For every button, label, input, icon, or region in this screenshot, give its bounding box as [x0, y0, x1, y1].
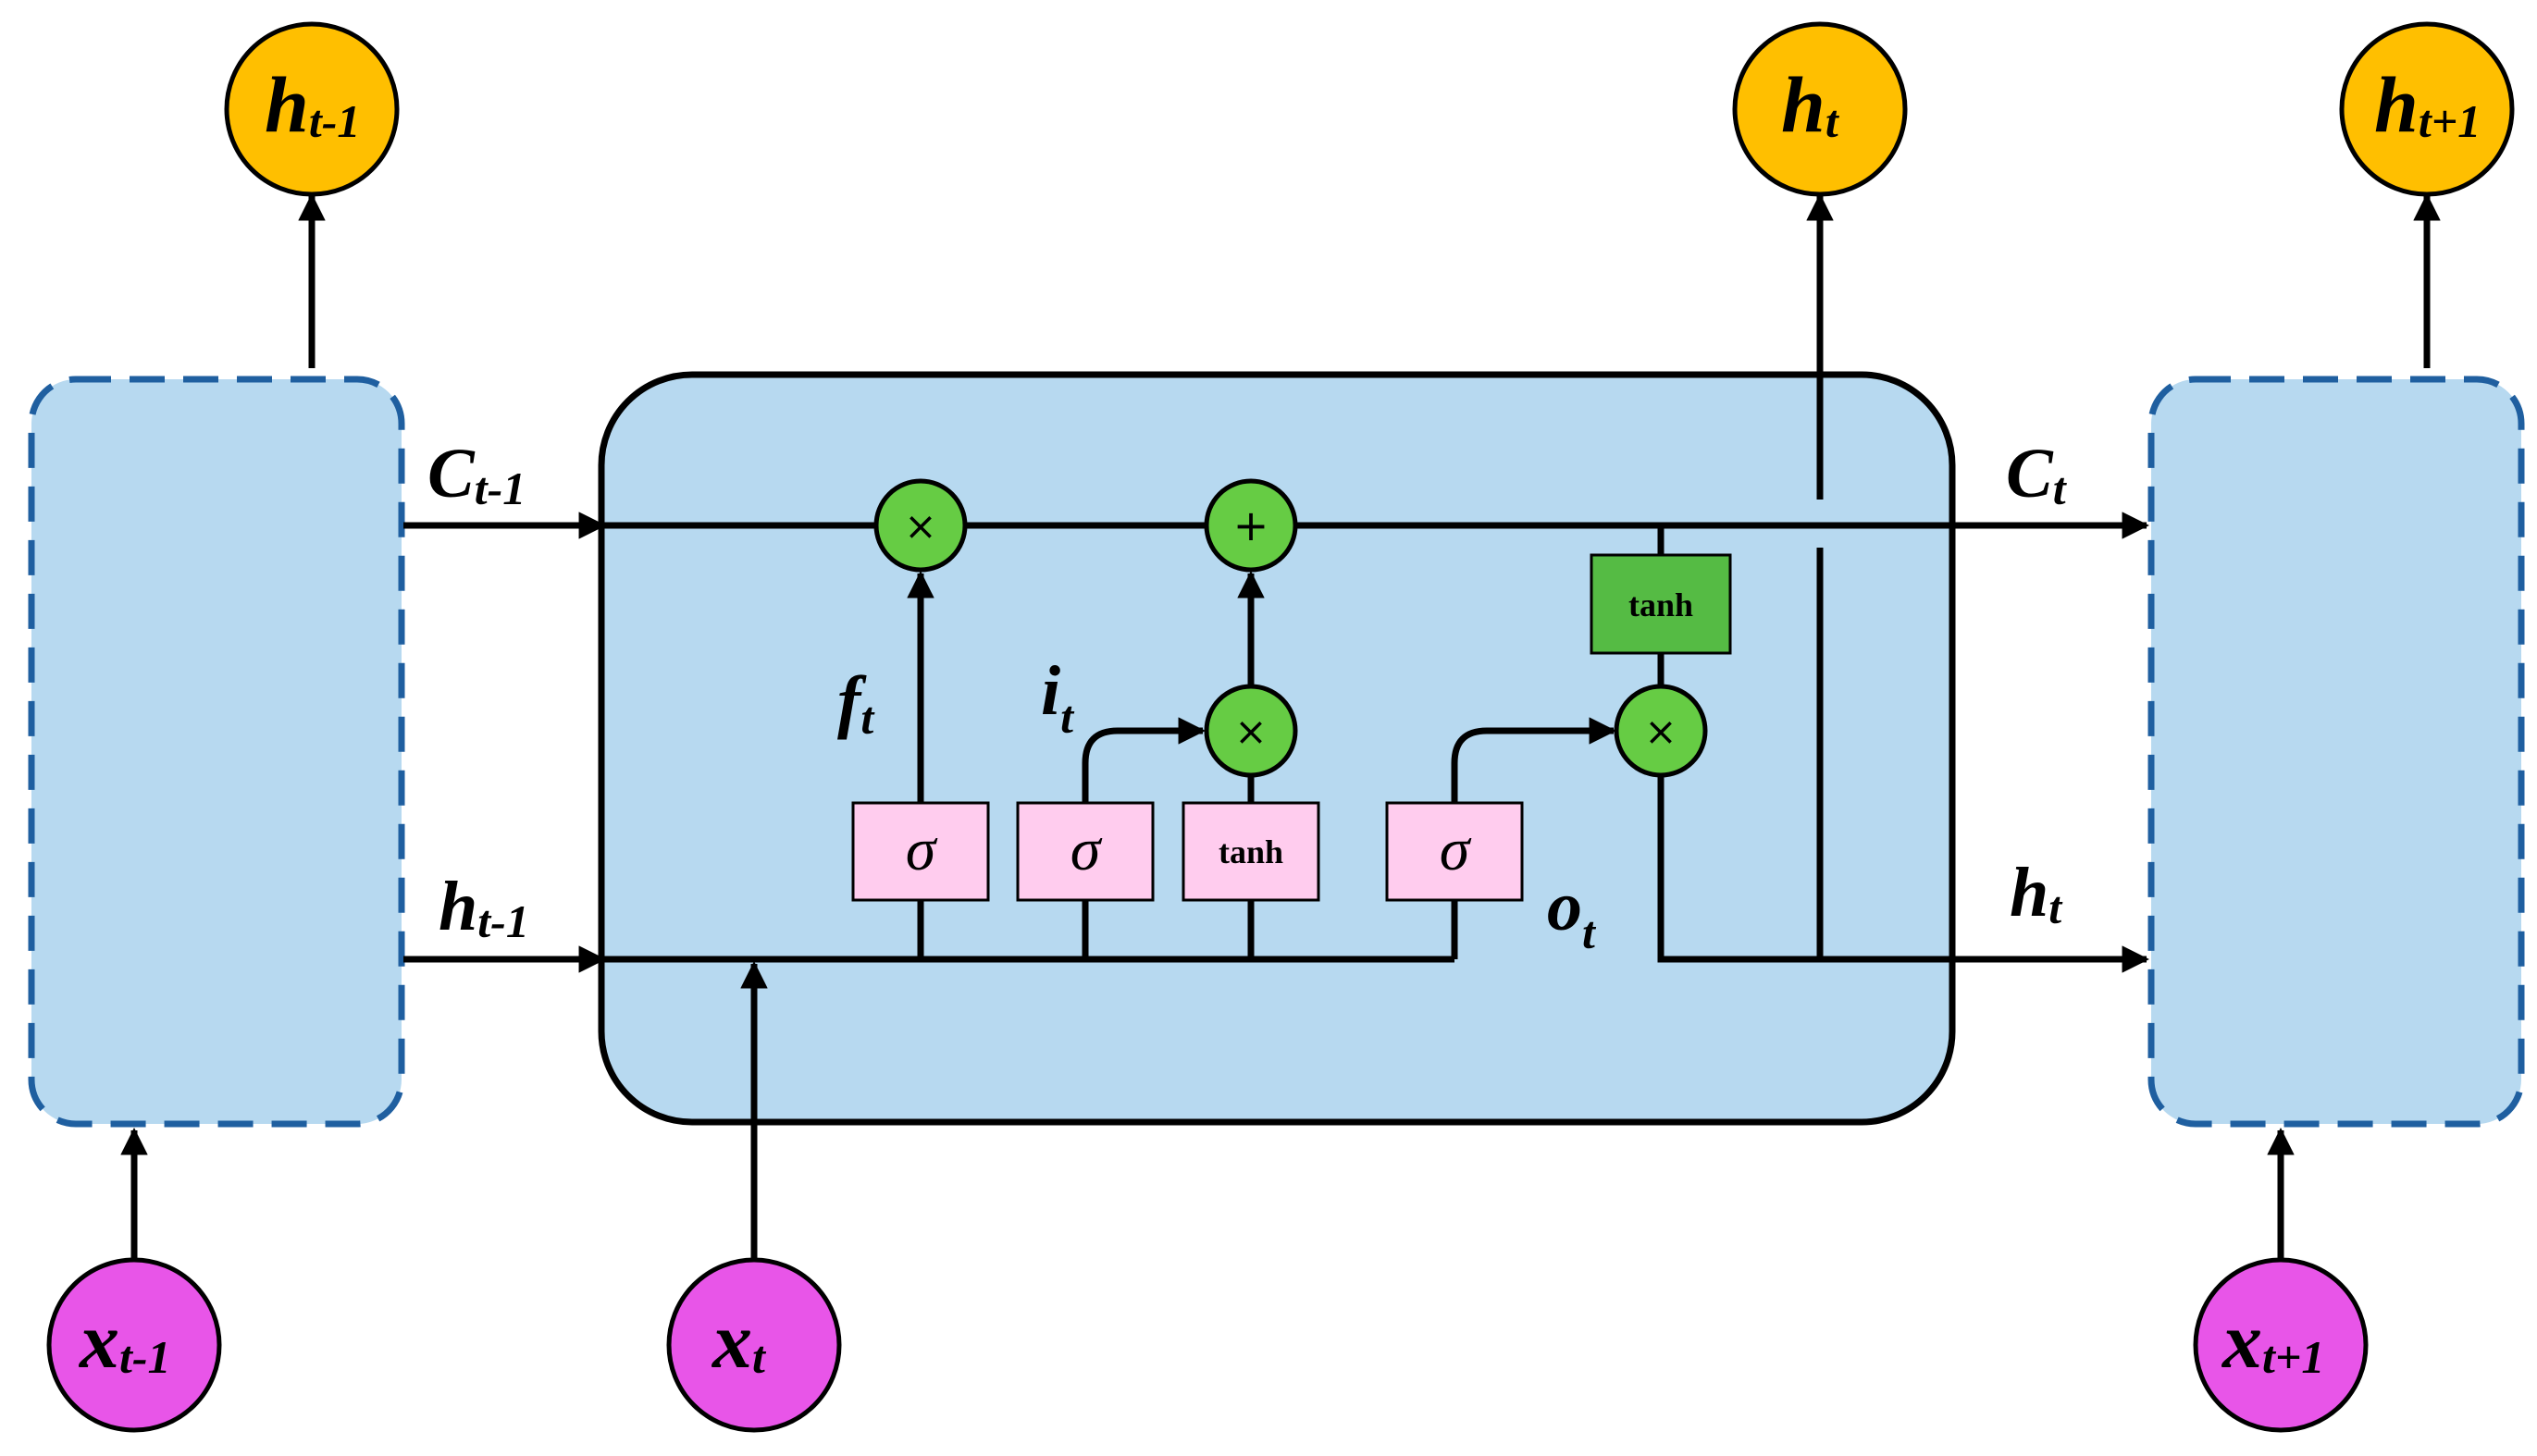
svg-text:xt-1: xt-1 — [78, 1296, 171, 1385]
op-symbol: × — [1644, 709, 1677, 754]
input-gate-sigma: σ — [1016, 801, 1155, 902]
op-symbol: + — [1233, 500, 1269, 550]
label-h-in: ht-1 — [439, 868, 529, 947]
x-curr-node: xt — [666, 1257, 842, 1433]
tanh-label: tanh — [1628, 586, 1693, 623]
label-input: it — [1041, 652, 1075, 743]
output-gate-sigma: σ — [1385, 801, 1524, 902]
label-c-in: Ct-1 — [427, 435, 526, 514]
label-output: ot — [1547, 868, 1597, 958]
forget-gate-sigma: σ — [851, 801, 990, 902]
cell-tanh-box: tanh — [1590, 553, 1732, 655]
tanh-label: tanh — [1219, 833, 1283, 870]
next-cell — [2147, 376, 2525, 1128]
h-next-node: ht+1 — [2339, 21, 2515, 197]
hidden-out-path — [1657, 775, 2149, 973]
sigma-symbol: σ — [1070, 816, 1103, 883]
output-multiply-node: × — [1614, 684, 1708, 778]
input-arrow — [1082, 717, 1206, 803]
svg-text:ht-1: ht-1 — [265, 60, 360, 149]
svg-text:ht: ht — [1781, 60, 1840, 149]
forget-multiply-node: × — [873, 478, 968, 573]
output-arrow — [1451, 717, 1616, 803]
add-node: + — [1204, 478, 1298, 573]
x-prev-node: xt-1 — [46, 1257, 222, 1433]
op-symbol: × — [1234, 709, 1267, 754]
svg-text:xt: xt — [711, 1296, 767, 1385]
sigma-symbol: σ — [1440, 816, 1472, 883]
label-h-out: ht — [2010, 854, 2063, 933]
prev-cell — [28, 376, 405, 1128]
svg-text:ht+1: ht+1 — [2374, 60, 2481, 149]
sigma-symbol: σ — [906, 816, 938, 883]
h-curr-node: ht — [1732, 21, 1908, 197]
label-c-out: Ct — [2006, 435, 2068, 514]
candidate-tanh-box: tanh — [1182, 801, 1320, 902]
op-symbol: × — [904, 503, 936, 549]
h-prev-node: ht-1 — [224, 21, 400, 197]
x-next-node: xt+1 — [2193, 1257, 2369, 1433]
input-multiply-node: × — [1204, 684, 1298, 778]
svg-text:xt+1: xt+1 — [2221, 1296, 2324, 1385]
